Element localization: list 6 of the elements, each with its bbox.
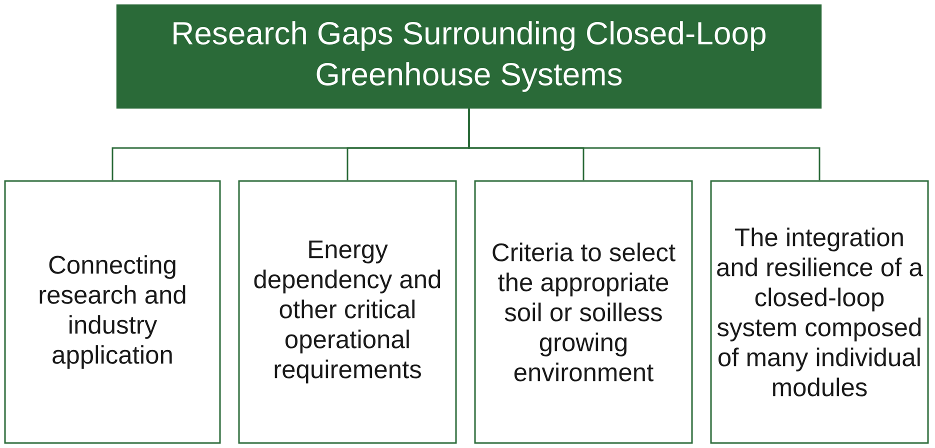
- text-box: The integration and resilience of a closed-loop system composed of many individual modules: [710, 180, 929, 444]
- text-box: Connecting research and industry application: [4, 180, 221, 444]
- text-box: Criteria to select the appropriate soil or soilless growing environment: [474, 180, 693, 444]
- connector-line: [468, 108, 820, 180]
- heading-box: Research Gaps Surrounding Closed-Loop Greenhouse Systems: [116, 4, 822, 109]
- text-box: Energy dependency and other critical operational requirements: [238, 180, 457, 444]
